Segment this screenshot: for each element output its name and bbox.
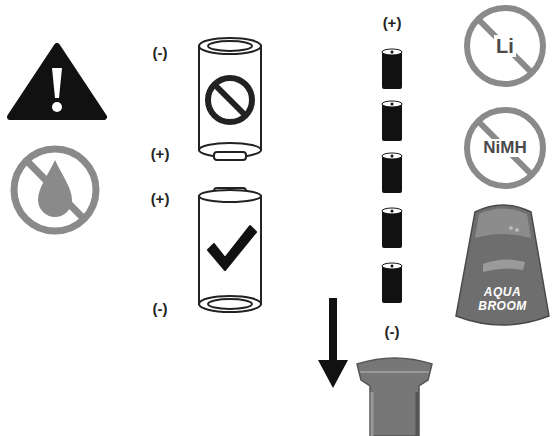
node-text-box: NiMH [463, 139, 547, 158]
polarity-label: (-) [385, 323, 400, 340]
warning-icon [10, 46, 104, 117]
battery-type-label: NiMH [481, 139, 528, 158]
battery-stack [382, 49, 402, 303]
battery-type-label: Li [494, 35, 516, 57]
no-nimh-icon: NiMH [463, 106, 547, 190]
broom-handle [357, 358, 432, 436]
polarity-label: (-) [153, 44, 168, 61]
no-water-icon [14, 149, 96, 231]
node-text-box: Li [463, 35, 547, 57]
node-text-box: AQUA BROOM [453, 286, 552, 313]
down-arrow [318, 298, 348, 388]
polarity-label: (-) [153, 300, 168, 317]
battery-wrong [199, 38, 261, 160]
no-lithium-icon: Li [463, 4, 547, 88]
polarity-label: (+) [151, 145, 170, 162]
polarity-label: (+) [383, 14, 402, 31]
aqua-broom-device: AQUA BROOM [453, 198, 552, 332]
polarity-label: (+) [151, 190, 170, 207]
battery-correct [199, 188, 261, 312]
brand-label: AQUA BROOM [475, 286, 531, 312]
